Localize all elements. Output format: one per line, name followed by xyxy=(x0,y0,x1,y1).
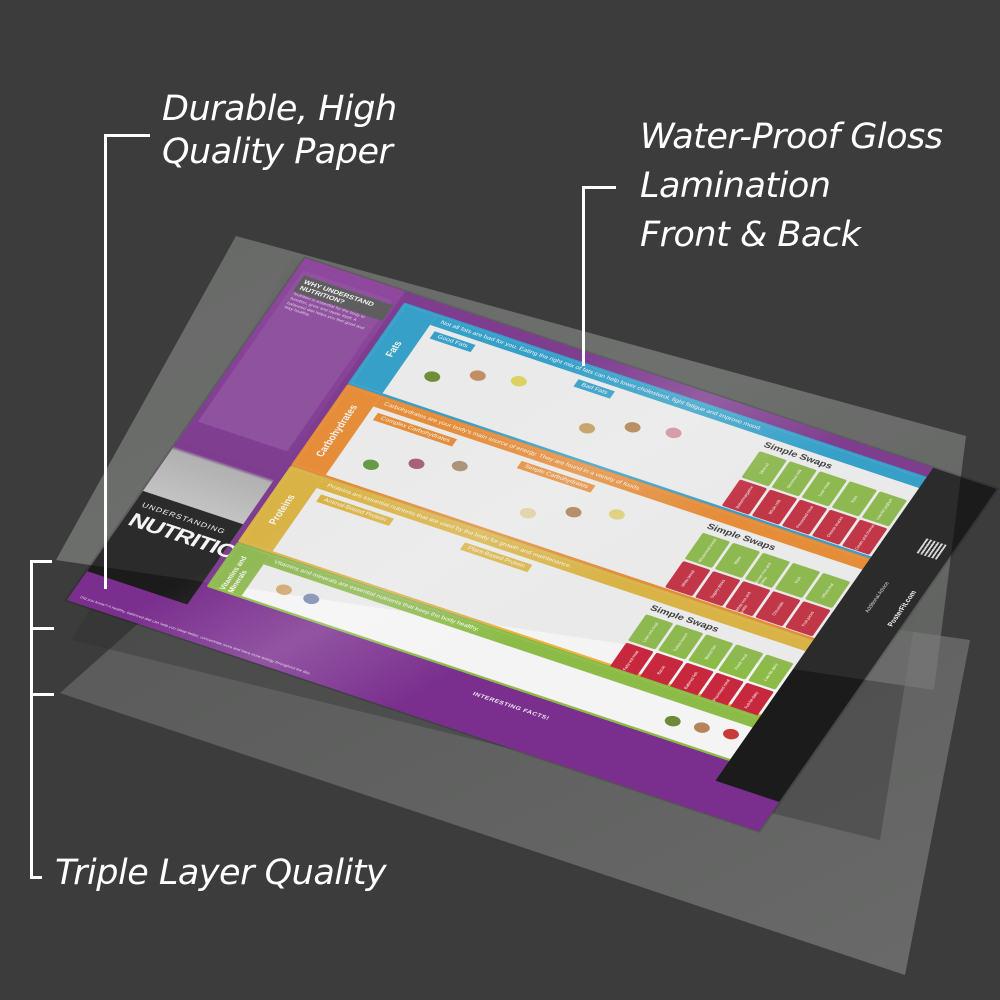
blueberries-image xyxy=(300,591,322,606)
gloss-connector-vertical xyxy=(582,186,585,366)
layer-bracket-tick-3 xyxy=(30,693,54,696)
qr-code-icon xyxy=(916,538,947,560)
gloss-connector-top xyxy=(582,186,616,189)
callout-line: Durable, High xyxy=(162,89,397,129)
croissant-image xyxy=(622,420,644,435)
layer-bracket-tick-1 xyxy=(30,560,52,563)
almond-image xyxy=(691,720,713,735)
ginger-image xyxy=(273,582,295,597)
oats-image xyxy=(449,459,471,474)
pasta-image xyxy=(606,507,628,522)
callout-triple-layer: Triple Layer Quality xyxy=(55,852,387,895)
burger-image xyxy=(576,421,598,436)
additional-advice-label: Additional Advice xyxy=(864,581,891,614)
layer-bracket-vertical xyxy=(30,560,33,878)
layer-bracket-tick-bottom xyxy=(30,876,42,879)
oil-image xyxy=(508,374,530,389)
bananas-image xyxy=(517,506,539,521)
paper-connector-vertical xyxy=(104,134,107,589)
callout-line: Quality Paper xyxy=(162,131,393,172)
callout-line: Lamination xyxy=(640,166,831,206)
cake-image xyxy=(663,425,685,440)
vegetables-image xyxy=(360,457,382,472)
callout-line: Triple Layer Quality xyxy=(55,853,387,893)
raspberries-image xyxy=(720,727,742,742)
grains-image xyxy=(405,456,427,471)
callout-line: Front & Back xyxy=(640,215,861,255)
paper-connector-top xyxy=(104,134,150,137)
avocado-image xyxy=(421,369,443,384)
bread-image xyxy=(563,505,585,520)
callout-line: Water-Proof Gloss xyxy=(640,117,943,157)
nuts-image xyxy=(467,368,489,383)
callout-durable-paper: Durable, High Quality Paper xyxy=(162,88,397,173)
broccoli-image xyxy=(662,714,684,729)
callout-gloss-lamination: Water-Proof Gloss Lamination Front & Bac… xyxy=(640,113,943,260)
layer-bracket-tick-2 xyxy=(30,627,54,630)
